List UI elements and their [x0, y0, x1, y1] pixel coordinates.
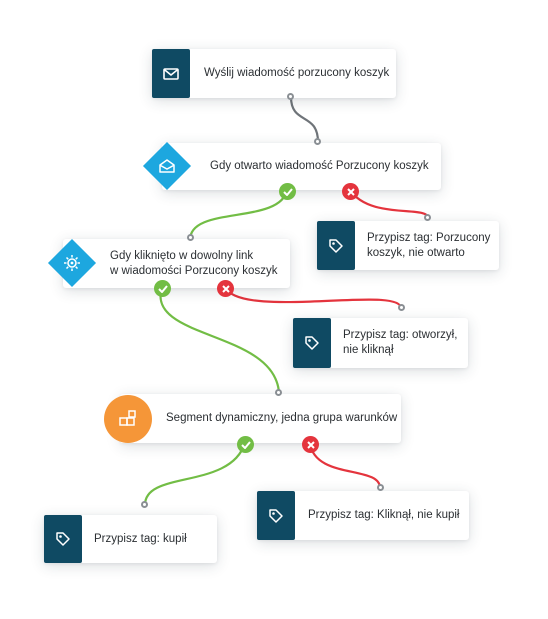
click-icon	[55, 246, 89, 280]
segment-node[interactable]: Segment dynamiczny, jedna grupa warunków	[120, 394, 401, 443]
tag-bought-label: Przypisz tag: kupił	[94, 533, 187, 545]
tag-icon	[56, 532, 70, 546]
email-opened-label: Gdy otwarto wiadomość Porzucony koszyk	[210, 160, 429, 172]
link-clicked-no-badge[interactable]	[217, 280, 234, 297]
segment-blocks-icon	[119, 410, 136, 426]
open-envelope-icon	[150, 149, 184, 183]
check-icon	[282, 187, 293, 196]
cross-icon	[346, 187, 355, 196]
tag-not-opened-input-port[interactable]	[424, 214, 431, 221]
tag-not-opened-label-line1: Przypisz tag: Porzucony	[367, 232, 491, 244]
link-clicked-node[interactable]: Gdy kliknięto w dowolny link w wiadomośc…	[63, 239, 290, 288]
connector-segment-yes	[143, 442, 247, 506]
email-opened-yes-badge[interactable]	[279, 183, 296, 200]
tag-opened-not-clicked-node[interactable]: Przypisz tag: otworzył, nie kliknął	[293, 318, 468, 368]
send-email-label: Wyślij wiadomość porzucony koszyk	[204, 67, 390, 79]
tag-bought-input-port[interactable]	[141, 501, 148, 508]
tag-clicked-not-bought-node[interactable]: Przypisz tag: Kliknął, nie kupił	[257, 491, 469, 540]
link-clicked-label-line2: w wiadomości Porzucony koszyk	[110, 265, 278, 277]
connector-clicked-yes	[159, 286, 281, 394]
tag-bought-node[interactable]: Przypisz tag: kupił	[44, 515, 217, 563]
send-email-output-port[interactable]	[287, 93, 294, 100]
send-email-node[interactable]: Wyślij wiadomość porzucony koszyk	[152, 49, 396, 98]
check-icon	[157, 284, 168, 293]
tag-opened-not-clicked-tile	[293, 318, 331, 368]
envelope-icon	[163, 67, 179, 80]
segment-yes-badge[interactable]	[237, 436, 254, 453]
connector-segment-no	[308, 442, 382, 489]
segment-label: Segment dynamiczny, jedna grupa warunków	[166, 412, 398, 424]
link-clicked-input-port[interactable]	[187, 234, 194, 241]
tag-clicked-not-bought-input-port[interactable]	[377, 484, 384, 491]
email-opened-no-badge[interactable]	[342, 183, 359, 200]
cross-icon	[221, 284, 230, 293]
tag-clicked-not-bought-tile	[257, 491, 295, 540]
connector-opened-no	[349, 189, 430, 219]
segment-circle	[104, 395, 152, 443]
tag-icon	[269, 508, 283, 523]
email-opened-input-port[interactable]	[314, 138, 321, 145]
tag-clicked-not-bought-label: Przypisz tag: Kliknął, nie kupił	[308, 509, 460, 521]
tag-not-opened-node[interactable]: Przypisz tag: Porzucony koszyk, nie otwa…	[317, 221, 499, 270]
segment-no-badge[interactable]	[302, 436, 319, 453]
tag-opened-not-clicked-label-line1: Przypisz tag: otworzył,	[343, 329, 458, 341]
tag-opened-not-clicked-label-line2: nie kliknął	[343, 344, 394, 356]
send-email-tile	[152, 49, 190, 98]
connector-clicked-no	[224, 286, 403, 309]
tag-bought-tile	[44, 515, 82, 563]
tag-opened-not-clicked-input-port[interactable]	[398, 304, 405, 311]
cross-icon	[306, 440, 315, 449]
link-clicked-yes-badge[interactable]	[154, 280, 171, 297]
tag-icon	[305, 336, 319, 350]
tag-not-opened-label-line2: koszyk, nie otwarto	[367, 247, 465, 259]
tag-icon	[329, 238, 343, 253]
tag-not-opened-tile	[317, 221, 355, 270]
email-opened-node[interactable]: Gdy otwarto wiadomość Porzucony koszyk	[162, 143, 441, 190]
link-clicked-label-line1: Gdy kliknięto w dowolny link	[110, 250, 254, 262]
segment-input-port[interactable]	[275, 389, 282, 396]
connector-send-to-opened	[289, 96, 320, 143]
connector-opened-yes	[188, 189, 289, 241]
check-icon	[240, 440, 251, 449]
